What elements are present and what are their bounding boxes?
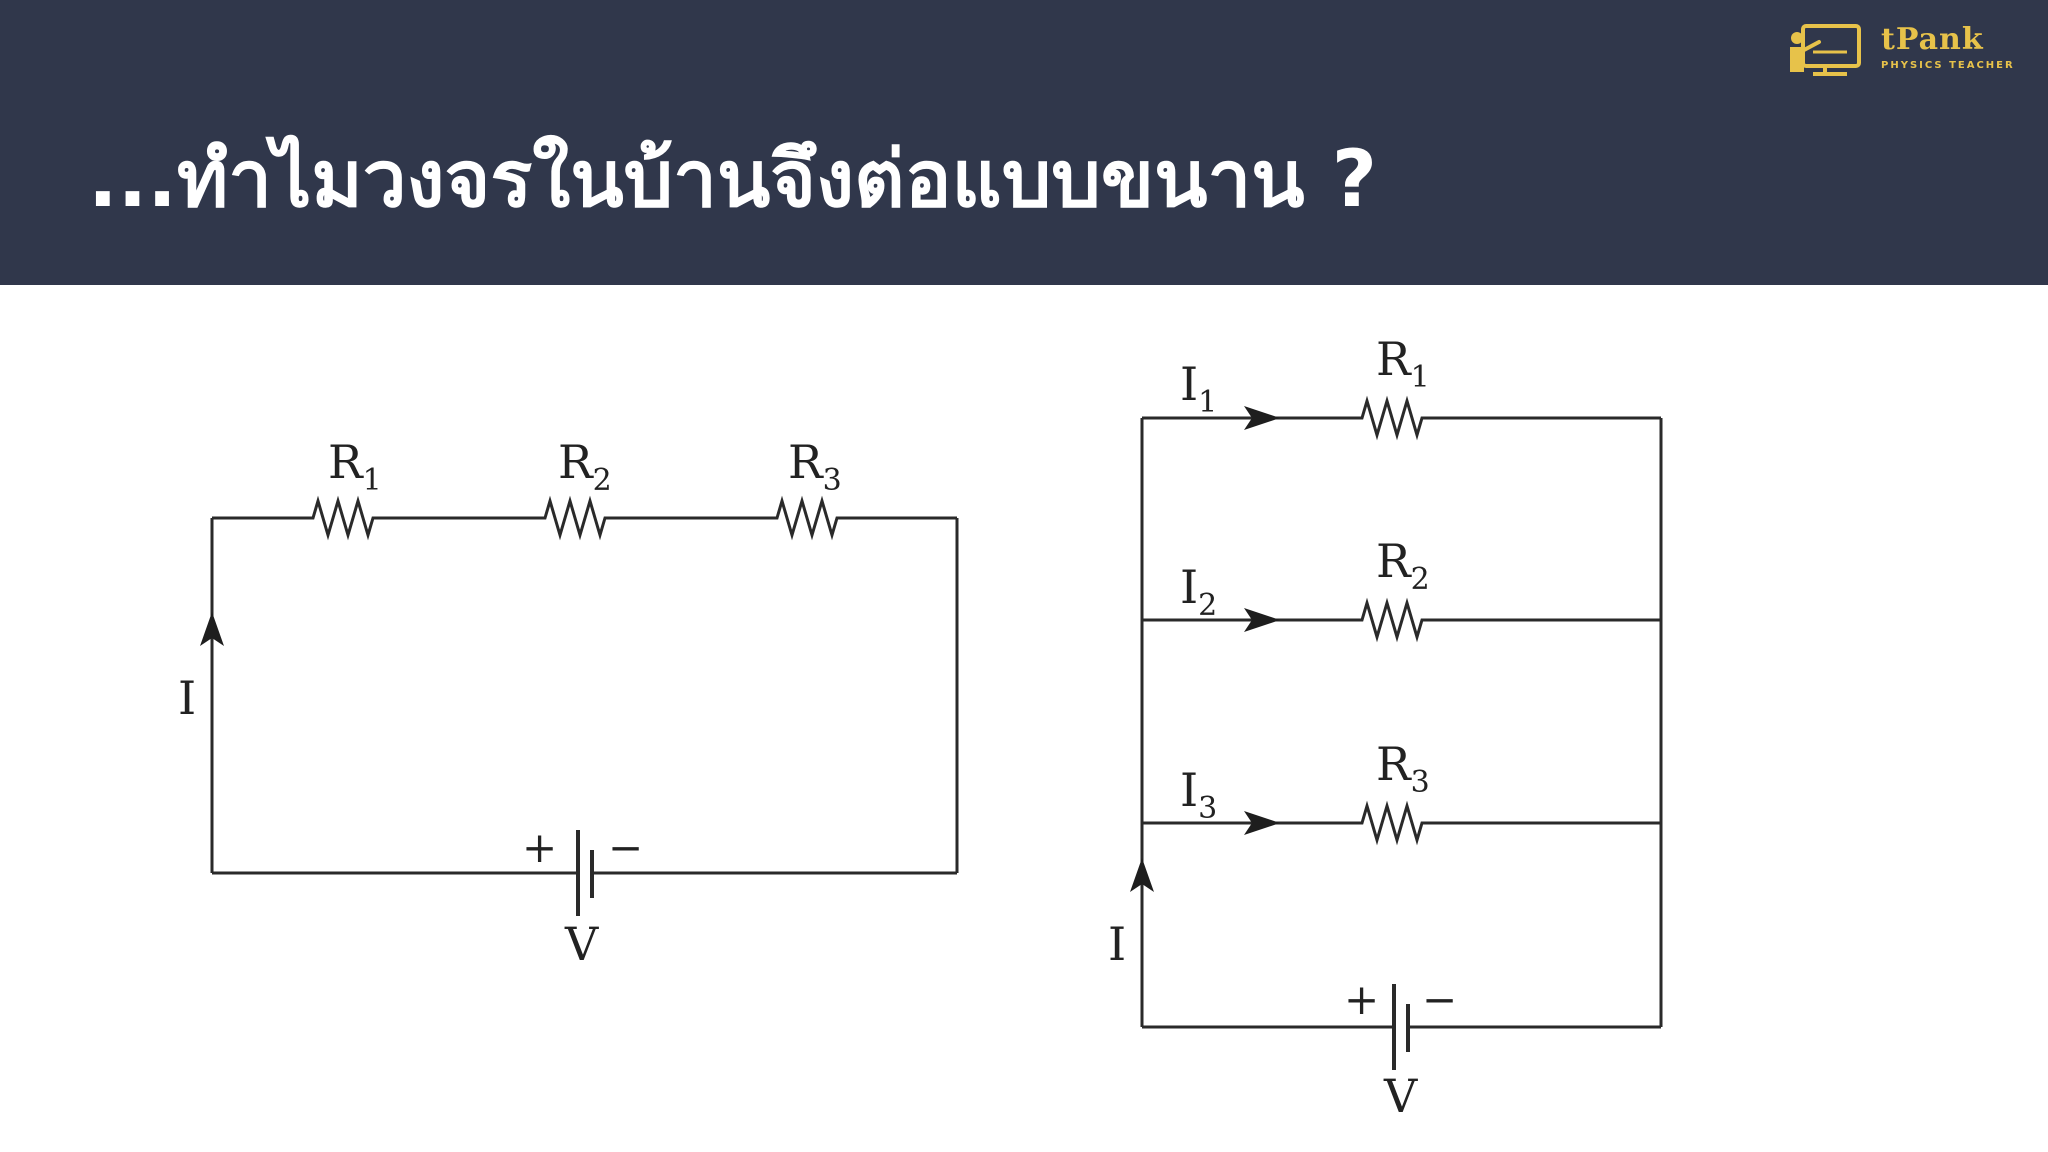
series-plus-sign: + [522, 823, 557, 872]
parallel-r1-label: R1 [1376, 332, 1430, 395]
branch-2-current-arrow [1244, 608, 1280, 632]
title-bar: ...ทำไมวงจรในบ้านจึงต่อแบบขนาน ? tPank P… [0, 0, 2048, 285]
series-current-label: I [178, 671, 196, 725]
series-current-arrow [200, 612, 224, 646]
parallel-branch-2-wire [1142, 597, 1661, 643]
series-minus-sign: − [608, 823, 643, 872]
branch-3-current-label: I3 [1180, 763, 1217, 826]
circuit-diagrams: R1 R2 R3 I + − V [178, 332, 1663, 1123]
parallel-current-arrow [1130, 858, 1154, 892]
logo-name: tPank [1881, 22, 1984, 57]
series-top-wire [212, 495, 957, 541]
series-r1-label: R1 [328, 435, 382, 498]
parallel-current-label: I [1108, 917, 1126, 971]
parallel-branch-3-wire [1142, 800, 1661, 846]
logo-tagline: PHYSICS TEACHER [1881, 60, 2015, 71]
parallel-circuit: R1 R2 R3 I1 I2 I3 I + − V [1108, 332, 1663, 1123]
series-r2-label: R2 [558, 435, 612, 498]
parallel-r3-label: R3 [1376, 737, 1430, 800]
series-r3-label: R3 [788, 435, 842, 498]
brand-logo: tPank PHYSICS TEACHER [1785, 22, 2035, 80]
parallel-branch-1-wire [1142, 395, 1661, 441]
parallel-r2-label: R2 [1376, 534, 1430, 597]
branch-3-current-arrow [1244, 811, 1280, 835]
branch-2-current-label: I2 [1180, 560, 1217, 623]
series-voltage-label: V [564, 917, 599, 971]
teacher-at-board-icon [1790, 24, 1861, 76]
branch-1-current-arrow [1244, 406, 1280, 430]
parallel-voltage-label: V [1383, 1069, 1418, 1123]
page-title: ...ทำไมวงจรในบ้านจึงต่อแบบขนาน ? [88, 135, 1378, 225]
branch-1-current-label: I1 [1180, 357, 1217, 420]
series-circuit: R1 R2 R3 I + − V [178, 435, 959, 971]
parallel-plus-sign: + [1344, 975, 1379, 1024]
parallel-minus-sign: − [1422, 975, 1457, 1024]
